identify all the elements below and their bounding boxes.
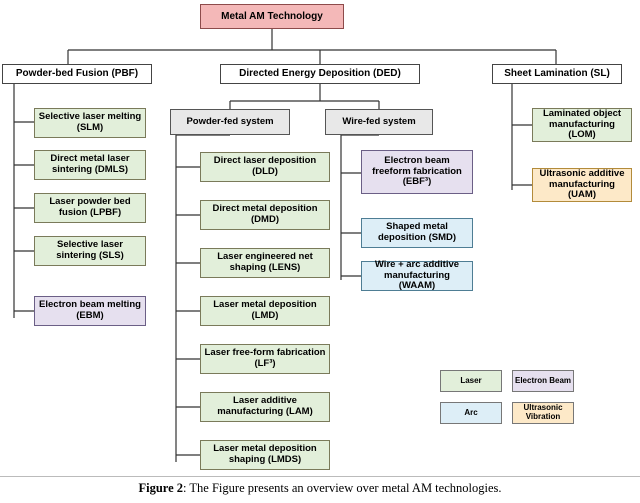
node-root[interactable]: Metal AM Technology [200,4,344,29]
legend-item-laser: Laser [440,370,502,392]
node-dmd[interactable]: Direct metal deposition (DMD) [200,200,330,230]
node-ebf3[interactable]: Electron beam freeform fabrication (EBF³… [361,150,473,194]
node-wire-fed-system[interactable]: Wire-fed system [325,109,433,135]
node-ebm[interactable]: Electron beam melting (EBM) [34,296,146,326]
node-lom[interactable]: Laminated object manufacturing (LOM) [532,108,632,142]
node-dld[interactable]: Direct laser deposition (DLD) [200,152,330,182]
node-uam[interactable]: Ultrasonic additive manufacturing (UAM) [532,168,632,202]
node-sheet-lamination[interactable]: Sheet Lamination (SL) [492,64,622,84]
figure-caption-label: Figure 2 [138,481,184,495]
node-dmls[interactable]: Direct metal laser sintering (DMLS) [34,150,146,180]
node-slm[interactable]: Selective laser melting (SLM) [34,108,146,138]
node-lmd[interactable]: Laser metal deposition (LMD) [200,296,330,326]
legend-item-electron-beam: Electron Beam [512,370,574,392]
node-lmds[interactable]: Laser metal deposition shaping (LMDS) [200,440,330,470]
figure-caption-text: : The Figure presents an overview over m… [183,481,502,495]
legend-item-arc: Arc [440,402,502,424]
node-waam[interactable]: Wire + arc additive manufacturing (WAAM) [361,259,473,291]
node-lf3[interactable]: Laser free-form fabrication (LF³) [200,344,330,374]
node-sls[interactable]: Selective laser sintering (SLS) [34,236,146,266]
caption-divider [0,476,640,477]
node-lens[interactable]: Laser engineered net shaping (LENS) [200,248,330,278]
node-directed-energy-deposition[interactable]: Directed Energy Deposition (DED) [220,64,420,84]
node-powder-fed-system[interactable]: Powder-fed system [170,109,290,135]
figure-caption: Figure 2: The Figure presents an overvie… [0,481,640,496]
node-powder-bed-fusion[interactable]: Powder-bed Fusion (PBF) [2,64,152,84]
node-smd[interactable]: Shaped metal deposition (SMD) [361,218,473,248]
legend-item-ultrasonic-vibration: Ultrasonic Vibration [512,402,574,424]
node-lpbf[interactable]: Laser powder bed fusion (LPBF) [34,193,146,223]
node-lam[interactable]: Laser additive manufacturing (LAM) [200,392,330,422]
